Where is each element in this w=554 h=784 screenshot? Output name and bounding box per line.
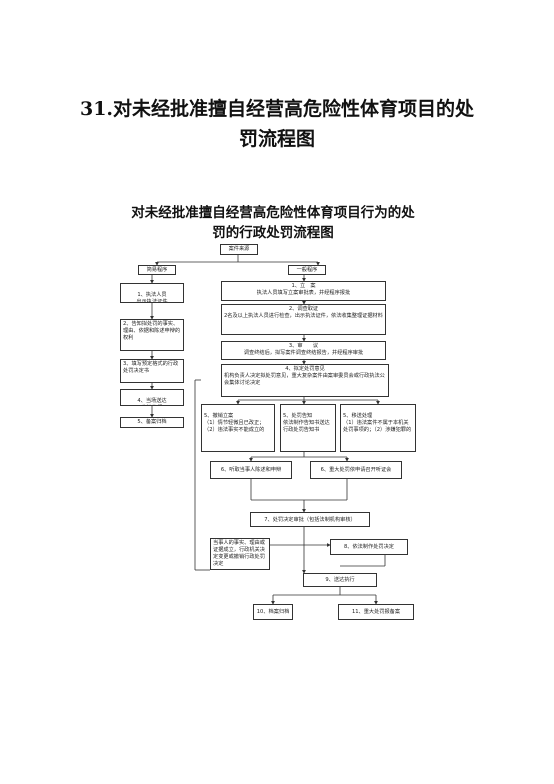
general-procedure-box: 一般程序 xyxy=(288,265,326,275)
simple-step-3-text: 3、填写预定格式的行政处罚决定书 xyxy=(123,361,179,374)
general-change-decision-text: 当事人的事实、理由或证据成立，行政机关决定变更或撤销行政处罚决定 xyxy=(213,540,265,567)
general-step-5-revoke: 5、撤销立案 （1）情节轻微且已改正；（2）违法事实不能成立的 xyxy=(201,404,275,452)
simple-step-1: 1、执法人员 出示执法证件 xyxy=(120,283,184,303)
page-title: 31.对未经批准擅自经营高危险性体育项目的处 罚流程图 xyxy=(30,94,524,154)
general-step-4-title: 4、拟定处罚意见 xyxy=(285,366,325,372)
figure-title-line1: 对未经批准擅自经营高危险性体育项目行为的处 xyxy=(131,205,415,221)
general-step-4: 4、拟定处罚意见 机构负责人决定拟处罚意见，重大复杂案件由案审委员会或行政执法公… xyxy=(221,364,389,397)
simple-step-2: 2、告知拟处罚的事实、理由、依据和陈述申辩的权利 xyxy=(120,319,184,351)
general-step-2-text: 2名及以上执法人员进行检查，出示执法证件，依法收集整理证据材料 xyxy=(224,313,383,319)
general-step-3-title: 3、审 议 xyxy=(288,343,319,349)
general-step-1-title: 1、立 案 xyxy=(291,283,316,289)
general-step-3: 3、审 议 调查终结后，拟写案件调查终结报告，并经程序审批 xyxy=(221,341,386,360)
figure-title: 对未经批准擅自经营高危险性体育项目行为的处 罚的行政处罚流程图 xyxy=(108,203,438,243)
page-title-line2: 罚流程图 xyxy=(238,128,315,150)
general-step-4-text: 机构负责人决定拟处罚意见，重大复杂案件由案审委员会或行政执法公会集体讨论决定 xyxy=(224,373,385,386)
case-source-label: 案件来源 xyxy=(228,246,250,252)
general-step-9-text: 9、送达执行 xyxy=(325,577,355,583)
general-step-7-text: 7、处罚决定审批（包括法制机构审核） xyxy=(264,517,356,523)
general-step-5-transfer-text: 5、移送处理 （1）违法案件不属于本机关处罚事项的；（2）涉嫌犯罪的 xyxy=(343,413,412,433)
general-step-5-notify-text: 5、处罚告知 依法制作告知书送达行政处罚告知书 xyxy=(283,413,330,433)
simple-procedure-label: 简易程序 xyxy=(146,267,168,273)
simple-step-3: 3、填写预定格式的行政处罚决定书 xyxy=(120,359,184,383)
figure-title-line2: 罚的行政处罚流程图 xyxy=(212,225,334,241)
general-step-11: 11、重大处罚报备案 xyxy=(338,604,414,620)
general-step-7: 7、处罚决定审批（包括法制机构审核） xyxy=(250,512,370,527)
simple-procedure-box: 简易程序 xyxy=(138,265,176,275)
page-title-line1: 31.对未经批准擅自经营高危险性体育项目的处 xyxy=(79,98,475,120)
simple-step-4: 4、当场送达 依法执行 xyxy=(120,389,184,406)
simple-step-1-text: 1、执法人员 出示执法证件 xyxy=(136,292,168,303)
general-step-6-hearing-request: 6、重大处罚依申请召开听证会 xyxy=(310,461,402,479)
general-step-5-revoke-text: 5、撤销立案 （1）情节轻微且已改正；（2）违法事实不能成立的 xyxy=(204,413,265,433)
general-step-8-text: 8、依法制作处罚决定 xyxy=(344,544,394,550)
general-step-6a-text: 6、听取当事人陈述和申辩 xyxy=(220,467,282,473)
general-step-5-transfer: 5、移送处理 （1）违法案件不属于本机关处罚事项的；（2）涉嫌犯罪的 xyxy=(340,404,416,452)
simple-step-5: 5、备案归档 xyxy=(120,417,184,428)
general-step-11-text: 11、重大处罚报备案 xyxy=(351,609,401,615)
case-source-box: 案件来源 xyxy=(220,244,258,255)
general-step-9: 9、送达执行 xyxy=(303,573,377,587)
simple-step-2-text: 2、告知拟处罚的事实、理由、依据和陈述申辩的权利 xyxy=(123,321,181,341)
general-change-decision: 当事人的事实、理由或证据成立，行政机关决定变更或撤销行政处罚决定 xyxy=(210,538,270,570)
general-step-10-text: 10、档案归档 xyxy=(256,609,290,615)
simple-step-4-text: 4、当场送达 依法执行 xyxy=(137,398,167,404)
general-step-3-text: 调查终结后，拟写案件调查终结报告，并经程序审批 xyxy=(243,350,364,356)
general-step-1: 1、立 案 执法人员填写立案审批表，并经程序报批 xyxy=(221,281,386,301)
general-step-5-notify: 5、处罚告知 依法制作告知书送达行政处罚告知书 xyxy=(280,404,336,452)
general-procedure-label: 一般程序 xyxy=(296,267,318,273)
general-step-6b-text: 6、重大处罚依申请召开听证会 xyxy=(320,467,392,473)
general-step-10: 10、档案归档 xyxy=(253,604,293,620)
simple-step-5-text: 5、备案归档 xyxy=(137,419,167,425)
general-step-2: 2、调查取证 2名及以上执法人员进行检查，出示执法证件，依法收集整理证据材料 xyxy=(221,304,386,335)
general-step-8: 8、依法制作处罚决定 xyxy=(330,539,408,555)
general-step-1-text: 执法人员填写立案审批表，并经程序报批 xyxy=(256,290,351,296)
general-step-2-title: 2、调查取证 xyxy=(288,306,319,312)
general-step-6-hearing-statement: 6、听取当事人陈述和申辩 xyxy=(210,461,292,479)
